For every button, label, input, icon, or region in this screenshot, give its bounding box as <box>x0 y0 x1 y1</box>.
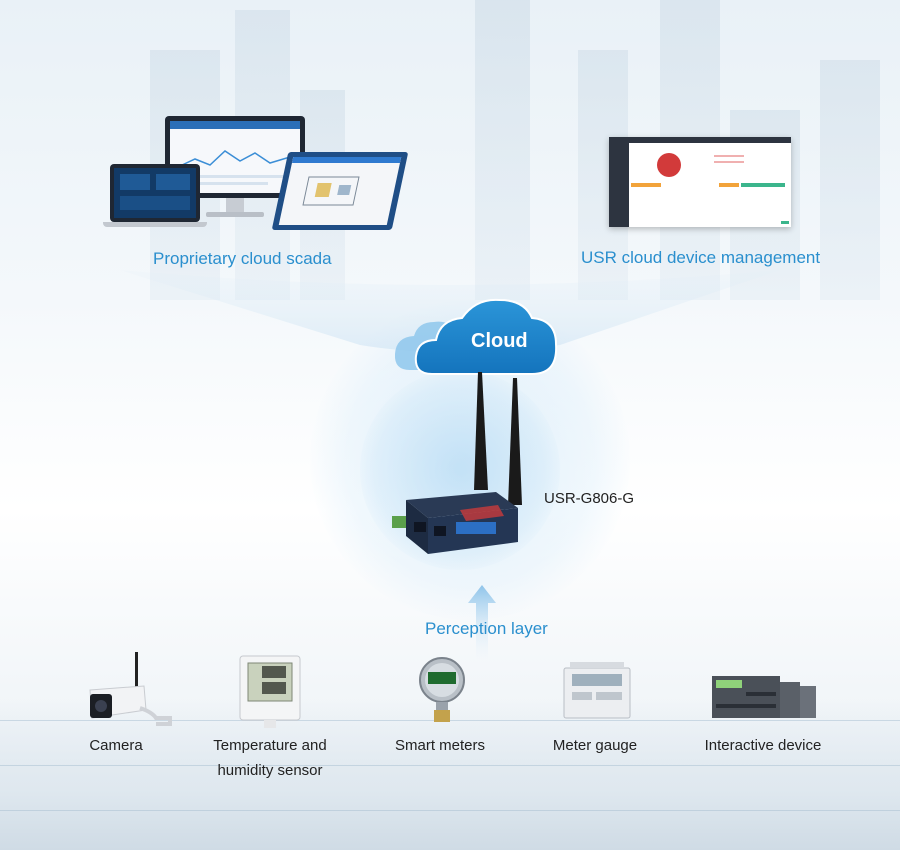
perception-layer-label: Perception layer <box>425 619 548 638</box>
gateway-label: USR-G806-G <box>544 490 635 507</box>
device-management-label: USR cloud device management <box>581 248 821 267</box>
temperature-sensor-label: Temperature and humidity sensor <box>200 733 340 783</box>
uplink-cone <box>120 270 780 353</box>
camera-icon <box>89 652 172 726</box>
plc-icon <box>712 676 816 718</box>
interactive-device-label: Interactive device <box>704 737 822 754</box>
thermometer-icon <box>239 655 301 728</box>
up-arrow-icon <box>468 585 496 661</box>
floor-background <box>0 700 900 850</box>
meter-gauge-label: Meter gauge <box>552 737 638 754</box>
cloud-label: Cloud <box>471 330 528 352</box>
temperature-sensor-label-line1: Temperature and <box>213 737 327 754</box>
gauge-icon <box>419 657 465 722</box>
camera-label: Camera <box>89 737 143 754</box>
cloud-icon <box>394 298 558 375</box>
router-icon <box>392 372 522 554</box>
scada-label: Proprietary cloud scada <box>153 249 332 268</box>
temperature-sensor-label-line2: humidity sensor <box>217 762 323 779</box>
meter-icon <box>563 662 631 719</box>
cloud-management-screen <box>609 137 791 227</box>
smart-meters-label: Smart meters <box>394 737 485 754</box>
scada-devices-illustration <box>100 112 420 232</box>
